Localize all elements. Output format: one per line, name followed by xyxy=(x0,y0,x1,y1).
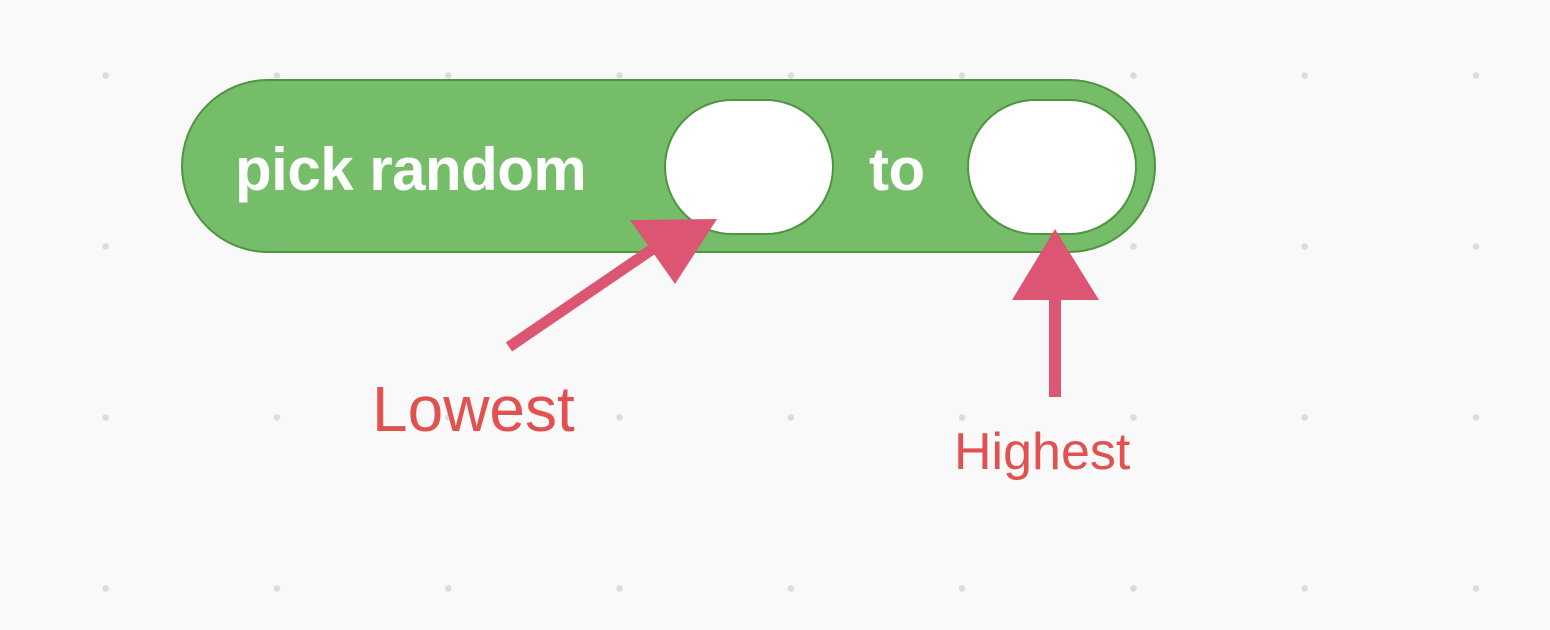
lowest-annotation-label: Lowest xyxy=(372,373,575,445)
to-label: to xyxy=(869,136,925,203)
pick-random-label: pick random xyxy=(235,136,587,203)
highest-annotation-label: Highest xyxy=(954,423,1131,481)
pick-random-block[interactable]: pick random to xyxy=(181,79,1156,253)
lowest-value-input[interactable] xyxy=(664,99,834,235)
highest-value-input[interactable] xyxy=(967,99,1137,235)
